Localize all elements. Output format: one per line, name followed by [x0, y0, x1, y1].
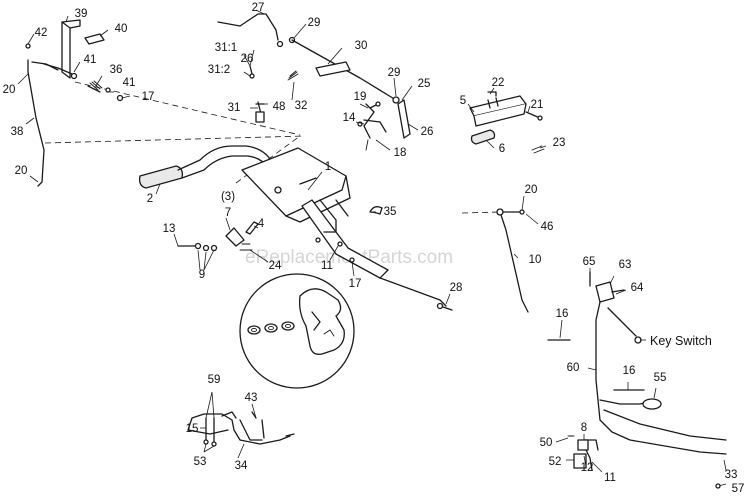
callout-31-2: 31:2 — [208, 64, 230, 76]
quantity-note: (3) — [221, 191, 235, 203]
callout-38: 38 — [11, 126, 24, 138]
callout-53: 53 — [194, 456, 207, 468]
control-rod-10 — [496, 208, 529, 313]
lower-pedal-assembly — [187, 411, 295, 447]
callout-41: 41 — [84, 54, 97, 66]
callout-20: 20 — [3, 84, 16, 96]
reference-line — [74, 81, 301, 136]
callout-60: 60 — [567, 362, 580, 374]
callout-40: 40 — [115, 23, 128, 35]
callout-15: 15 — [186, 423, 199, 435]
callout-8: 8 — [581, 422, 587, 434]
leader-lines — [17, 9, 727, 489]
callout-34: 34 — [235, 460, 248, 472]
callout-21: 21 — [531, 99, 544, 111]
callout-25: 25 — [418, 78, 431, 90]
callout-22: 22 — [492, 77, 505, 89]
callout-1: 1 — [325, 161, 331, 173]
callout-30: 30 — [355, 40, 368, 52]
callout-26: 26 — [241, 53, 254, 65]
callout-57: 57 — [732, 483, 745, 495]
callout-11: 11 — [321, 260, 333, 272]
callout-6: 6 — [499, 143, 505, 155]
callout-59: 59 — [208, 374, 221, 386]
callout-48: 48 — [273, 101, 286, 113]
callout-9: 9 — [199, 269, 205, 281]
callout-11b: 11 — [604, 472, 616, 484]
callout-50: 50 — [540, 437, 553, 449]
callout-29: 29 — [308, 17, 321, 29]
callout-31-1: 31:1 — [215, 42, 237, 54]
reference-line — [461, 211, 501, 214]
callout-24: 24 — [269, 260, 282, 272]
callout-16b: 16 — [623, 365, 636, 377]
callout-19: 19 — [354, 91, 367, 103]
callout-46: 46 — [541, 221, 554, 233]
callout-36: 36 — [110, 64, 123, 76]
callout-23: 23 — [553, 137, 566, 149]
callout-26b: 26 — [421, 126, 434, 138]
upper-right-bracket — [469, 91, 545, 154]
callout-42: 42 — [35, 27, 48, 39]
callout-7: 7 — [225, 207, 231, 219]
callout-20b: 20 — [15, 165, 28, 177]
callout-12: 12 — [581, 462, 594, 474]
callout-14: 14 — [343, 112, 356, 124]
callout-41b: 41 — [123, 77, 136, 89]
callout-28: 28 — [450, 282, 463, 294]
callout-43: 43 — [245, 392, 258, 404]
callout-20c: 20 — [525, 184, 538, 196]
callout-16: 16 — [556, 308, 569, 320]
key-switch-label: Key Switch — [650, 334, 712, 348]
reference-line — [44, 135, 306, 144]
callout-17: 17 — [142, 91, 155, 103]
brake-lever-assembly — [357, 101, 387, 151]
callout-33: 33 — [725, 469, 738, 481]
callout-18: 18 — [394, 147, 407, 159]
callout-64: 64 — [631, 282, 644, 294]
callout-27: 27 — [252, 2, 265, 14]
callout-10: 10 — [529, 254, 542, 266]
callout-52: 52 — [549, 456, 562, 468]
callout-35: 35 — [384, 206, 397, 218]
main-frame-assembly — [138, 145, 447, 307]
callout-63: 63 — [619, 259, 632, 271]
callout-17b: 17 — [349, 278, 362, 290]
control-rod-assembly — [217, 13, 411, 139]
callout-13: 13 — [163, 223, 176, 235]
callout-4: 4 — [258, 218, 265, 230]
left-bracket-assembly — [25, 19, 124, 187]
callout-65: 65 — [583, 256, 596, 268]
callout-32: 32 — [295, 100, 308, 112]
callout-55: 55 — [654, 372, 667, 384]
detail-view — [239, 273, 355, 389]
callout-29b: 29 — [388, 67, 401, 79]
callout-31: 31 — [228, 102, 241, 114]
wiring-harness — [547, 271, 727, 471]
callout-5: 5 — [460, 95, 466, 107]
callout-39: 39 — [75, 8, 88, 20]
callout-2: 2 — [147, 193, 153, 205]
callout-labels: 39 40 42 41 36 41 17 20 38 20 27 29 31:1… — [3, 2, 745, 495]
